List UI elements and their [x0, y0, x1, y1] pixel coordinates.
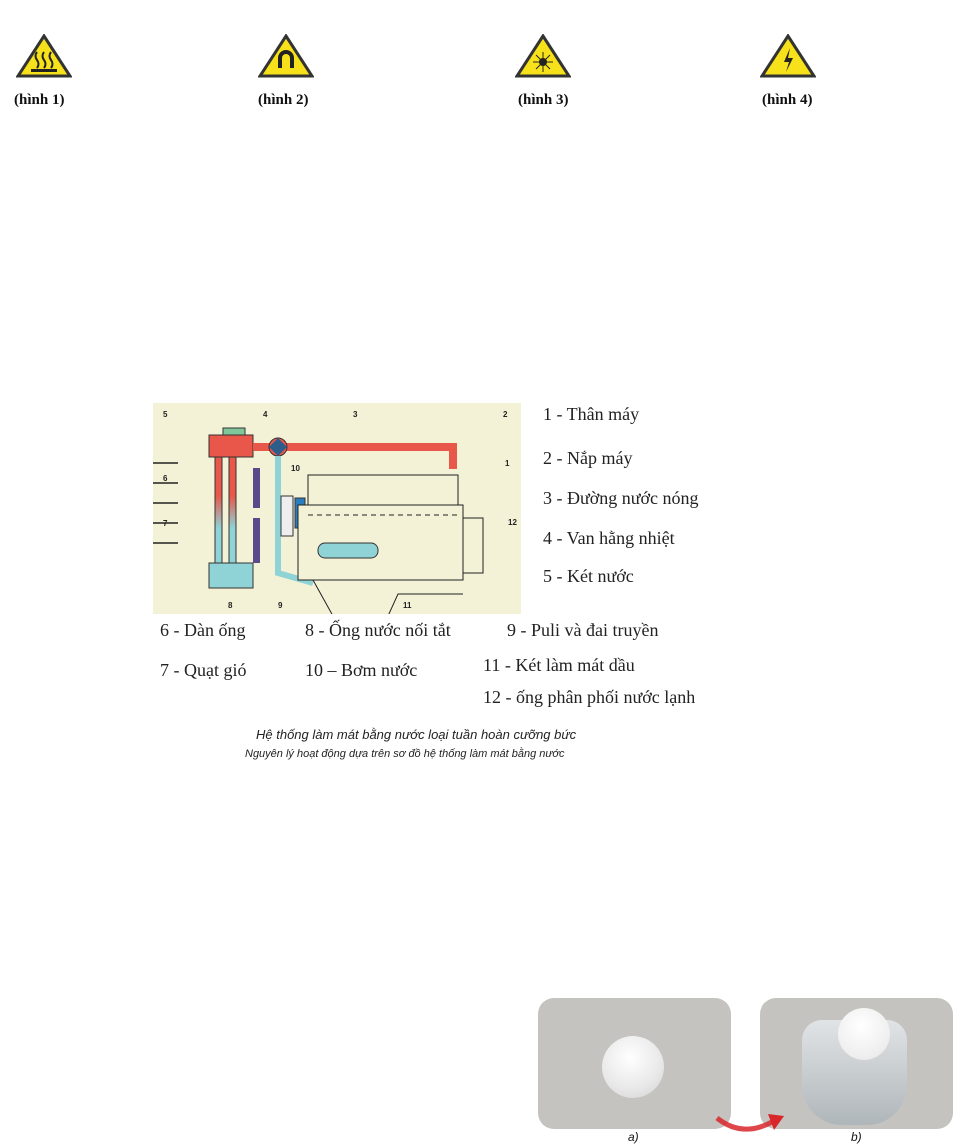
- cooling-system-diagram: 5 4 3 2 1 6 7 10 12 8 9 11: [153, 403, 521, 614]
- legend-item: 10 – Bơm nước: [305, 660, 418, 680]
- diagram-number: 8: [228, 601, 233, 610]
- legend-item: 11 - Két làm mát dầu: [483, 655, 635, 675]
- diagram-number: 5: [163, 410, 168, 419]
- legend-item: 12 - ống phân phối nước lạnh: [483, 687, 696, 707]
- legend-item: 6 - Dàn ống: [160, 620, 246, 640]
- hot-surface-warning-icon: [16, 34, 72, 78]
- laser-warning-icon: [515, 34, 571, 78]
- legend-item: 5 - Két nước: [543, 566, 634, 586]
- sign-label: (hình 2): [258, 92, 309, 108]
- sign-label: (hình 4): [762, 92, 813, 108]
- legend-item: 1 - Thân máy: [543, 404, 640, 424]
- diagram-number: 10: [291, 464, 300, 473]
- diagram-number: 2: [503, 410, 508, 419]
- photo-label: a): [628, 1130, 639, 1144]
- diagram-number: 6: [163, 474, 168, 483]
- legend-item: 9 - Puli và đai truyền: [507, 620, 659, 640]
- arrow-icon: [715, 1114, 784, 1132]
- photo-label: b): [851, 1130, 862, 1144]
- diagram-number: 3: [353, 410, 358, 419]
- legend-item: 8 - Ống nước nối tắt: [305, 620, 451, 640]
- sign-label: (hình 3): [518, 92, 569, 108]
- diagram-number: 11: [403, 601, 412, 610]
- diagram-subcaption: Nguyên lý hoạt động dựa trên sơ đồ hệ th…: [245, 748, 565, 760]
- photo-ball-in-cup: [760, 998, 953, 1129]
- sign-label: (hình 1): [14, 92, 65, 108]
- diagram-number: 4: [263, 410, 268, 419]
- photo-ball: [538, 998, 731, 1129]
- legend-item: 2 - Nắp máy: [543, 448, 633, 468]
- legend-item: 3 - Đường nước nóng: [543, 488, 699, 508]
- ball-image: [838, 1008, 890, 1060]
- diagram-number: 1: [505, 459, 510, 468]
- diagram-number: 12: [508, 518, 517, 527]
- electric-shock-warning-icon: [760, 34, 816, 78]
- ball-image: [602, 1036, 664, 1098]
- diagram-number: 7: [163, 519, 168, 528]
- diagram-number: 9: [278, 601, 283, 610]
- legend-item: 7 - Quạt gió: [160, 660, 247, 680]
- legend-item: 4 - Van hằng nhiệt: [543, 528, 675, 548]
- magnetic-field-warning-icon: [258, 34, 314, 78]
- diagram-caption: Hệ thống làm mát bằng nước loại tuần hoà…: [256, 727, 577, 742]
